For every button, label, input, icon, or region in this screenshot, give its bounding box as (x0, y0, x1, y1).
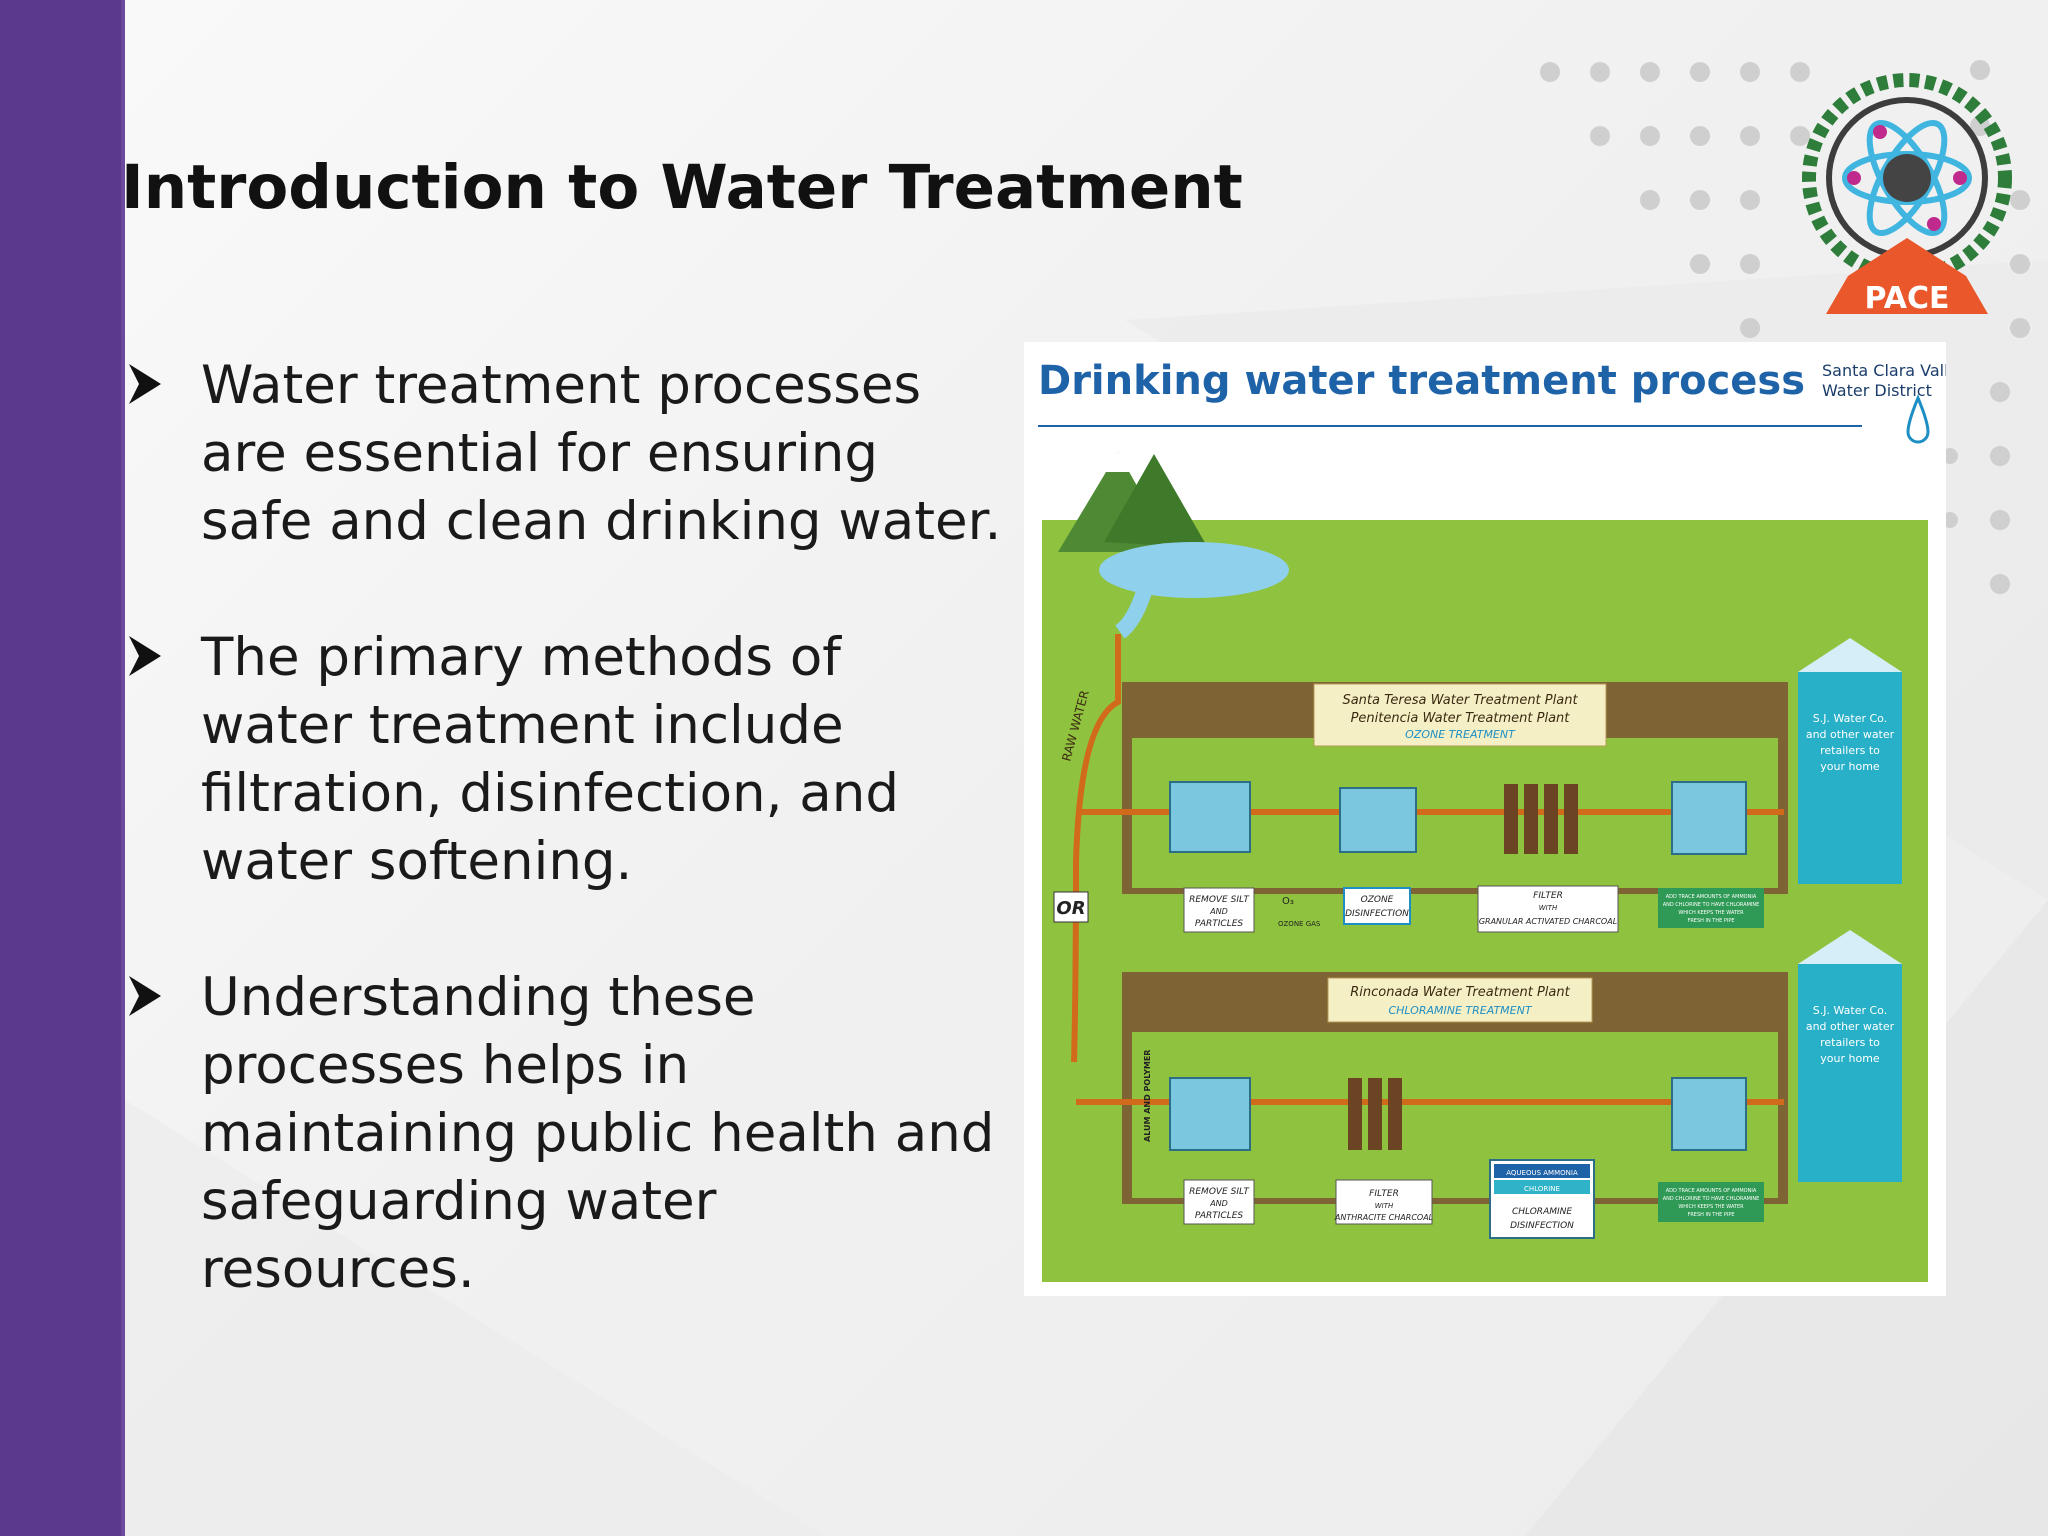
remove-silt-label2: AND (1209, 907, 1228, 916)
ozone-label1: OZONE (1361, 895, 1394, 905)
bullet-text: Water treatment processes are essential … (201, 355, 1002, 552)
remove-silt-2-label2: AND (1209, 1199, 1228, 1208)
trace-label2: AND CHLORINE TO HAVE CHLORAMINE (1663, 902, 1760, 908)
remove-silt-2-label1: REMOVE SILT (1189, 1187, 1250, 1197)
house1-line4: your home (1820, 760, 1880, 773)
house2-line3: retailers to (1820, 1036, 1880, 1049)
bullet-text: The primary methods of water treatment i… (201, 627, 900, 892)
anthracite-filter (1348, 1078, 1402, 1150)
settling-tank-2 (1169, 1077, 1251, 1151)
aqueous-ammonia-label: AQUEOUS AMMONIA (1506, 1169, 1578, 1177)
pace-logo: PACE (1802, 73, 2012, 316)
arrowhead-bullet-icon (129, 636, 161, 676)
settling-tank (1169, 781, 1251, 853)
org-name-line2: Water District (1822, 381, 1932, 400)
house1-line3: retailers to (1820, 744, 1880, 757)
plant2-type: CHLORAMINE TREATMENT (1388, 1004, 1532, 1017)
chloramine-label1: CHLORAMINE (1512, 1207, 1572, 1217)
org-name-line1: Santa Clara Valley (1822, 361, 1946, 380)
storage-tank-2 (1671, 1077, 1747, 1151)
trace-label1: ADD TRACE AMOUNTS OF AMMONIA (1666, 894, 1757, 900)
filter-label2: WITH (1539, 904, 1558, 912)
plant1-type: OZONE TREATMENT (1405, 728, 1516, 741)
ozone-gas-label: OZONE GAS (1278, 920, 1321, 928)
chloramine-label2: DISINFECTION (1510, 1221, 1574, 1231)
water-treatment-diagram: Drinking water treatment process Santa C… (1024, 342, 1946, 1296)
trace-2-label4: FRESH IN THE PIPE (1687, 1212, 1734, 1218)
house-2 (1798, 964, 1902, 1182)
arrowhead-bullet-icon (129, 364, 161, 404)
plant1-name1: Santa Teresa Water Treatment Plant (1342, 693, 1578, 708)
filter-label1: FILTER (1533, 891, 1563, 901)
bullet-list: Water treatment processes are essential … (125, 352, 1005, 1372)
diagram-title: Drinking water treatment process (1038, 358, 1805, 404)
house2-line2: and other water (1806, 1020, 1895, 1033)
house2-line1: S.J. Water Co. (1813, 1004, 1887, 1017)
trace-2-label3: WHICH KEEPS THE WATER (1678, 1204, 1744, 1210)
trace-label4: FRESH IN THE PIPE (1687, 918, 1734, 924)
bullet-item: Understanding these processes helps in m… (125, 964, 1005, 1304)
logo-text: PACE (1865, 281, 1950, 316)
remove-silt-2-label3: PARTICLES (1195, 1211, 1244, 1221)
water-drop-icon (1906, 394, 1930, 444)
alum-polymer-label: ALUM AND POLYMER (1143, 1050, 1152, 1142)
filter-2-label3: ANTHRACITE CHARCOAL (1334, 1213, 1433, 1222)
slide-title: Introduction to Water Treatment (121, 152, 1243, 223)
mountain-lake-illustration (1058, 452, 1289, 639)
bullet-item: The primary methods of water treatment i… (125, 624, 1005, 896)
storage-tank (1671, 781, 1747, 855)
dot-pattern-decoration (1540, 60, 2030, 594)
remove-silt-label1: REMOVE SILT (1189, 895, 1250, 905)
trace-2-label2: AND CHLORINE TO HAVE CHLORAMINE (1663, 1196, 1760, 1202)
bullet-text: Understanding these processes helps in m… (201, 967, 995, 1300)
bullet-item: Water treatment processes are essential … (125, 352, 1005, 556)
remove-silt-label3: PARTICLES (1195, 919, 1244, 929)
chlorine-label: CHLORINE (1524, 1185, 1560, 1193)
plant2-name: Rinconada Water Treatment Plant (1350, 985, 1570, 1000)
ozone-tank (1339, 787, 1417, 853)
or-label: OR (1056, 898, 1085, 919)
charcoal-filter (1504, 784, 1578, 854)
house1-line1: S.J. Water Co. (1813, 712, 1887, 725)
filter-2-label2: WITH (1375, 1202, 1394, 1210)
plant1-name2: Penitencia Water Treatment Plant (1351, 711, 1571, 726)
ozone-label2: DISINFECTION (1345, 909, 1409, 919)
house-1 (1798, 672, 1902, 884)
house1-line2: and other water (1806, 728, 1895, 741)
house2-line4: your home (1820, 1052, 1880, 1065)
o3-label: O₃ (1282, 896, 1294, 907)
filter-label3: GRANULAR ACTIVATED CHARCOAL (1479, 917, 1617, 926)
filter-2-label1: FILTER (1369, 1189, 1399, 1199)
trace-2-label1: ADD TRACE AMOUNTS OF AMMONIA (1666, 1188, 1757, 1194)
arrowhead-bullet-icon (129, 976, 161, 1016)
accent-sidebar (0, 0, 121, 1536)
accent-sidebar-edge (121, 0, 125, 1536)
trace-label3: WHICH KEEPS THE WATER (1678, 910, 1744, 916)
